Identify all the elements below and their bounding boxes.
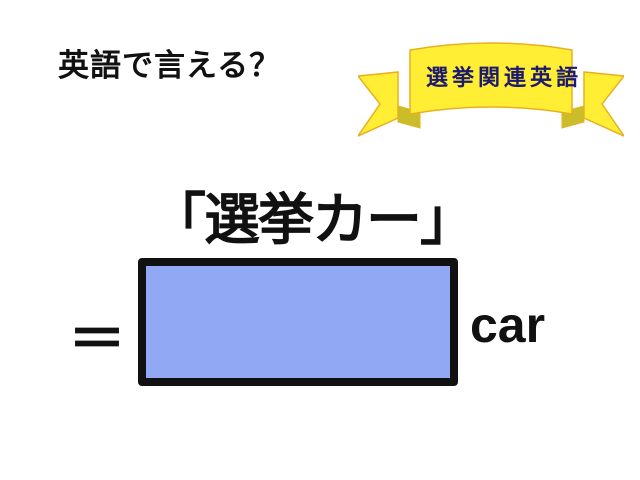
japanese-term: 「選挙カー」 [150, 188, 476, 253]
equals-sign: ＝ [68, 305, 127, 373]
ribbon-icon [358, 42, 624, 137]
quiz-question-heading: 英語で言える？ [58, 48, 282, 84]
answer-suffix: car [470, 297, 546, 353]
ribbon-label: 選挙関連英語 [425, 66, 582, 91]
category-ribbon-banner: 選挙関連英語 [358, 38, 624, 138]
answer-blank-box [138, 258, 458, 386]
